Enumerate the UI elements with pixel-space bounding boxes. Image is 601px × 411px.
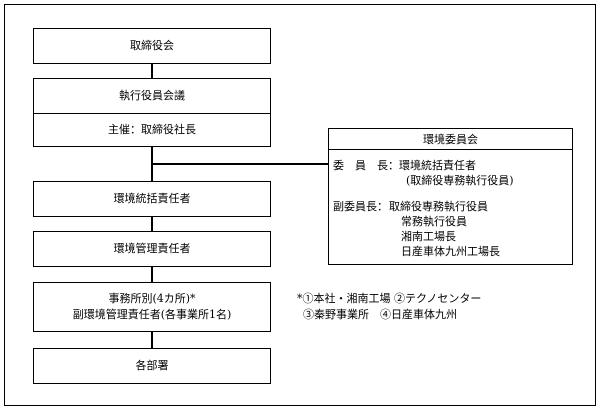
footnote-line2: ③秦野事業所 ④日産車体九州 [303, 308, 457, 321]
exec-meeting-divider [34, 113, 270, 114]
committee-box: 環境委員会 委 員 長：環境統括責任者 (取締役専務執行役員) 副委員長： 取締… [328, 128, 573, 265]
committee-vice-member: 湘南工場長 [401, 230, 456, 243]
site-line1: 事務所別(4カ所)* [108, 292, 196, 305]
exec-meeting-box: 執行役員会議 主催：取締役社長 [33, 78, 271, 147]
departments-box: 各部署 [33, 348, 271, 384]
connector-officer-manager [151, 216, 153, 231]
committee-chair-role: 委 員 長： [333, 159, 399, 172]
connector-board-exec [151, 63, 153, 78]
committee-vice-member: 常務執行役員 [401, 215, 467, 228]
exec-meeting-label: 執行役員会議 [119, 89, 185, 102]
departments-label: 各部署 [135, 359, 169, 372]
committee-vice-member: 日産車体九州工場長 [401, 245, 500, 258]
connector-committee [151, 163, 329, 165]
committee-title: 環境委員会 [329, 129, 572, 150]
committee-vice-role: 副委員長： [333, 200, 388, 213]
env-manager-label: 環境管理責任者 [113, 242, 191, 255]
committee-chair-sub: (取締役専務執行役員) [406, 174, 514, 187]
committee-chair-name: 環境統括責任者 [399, 159, 476, 172]
env-officer-label: 環境統括責任者 [113, 192, 191, 205]
site-line2: 副環境管理責任者(各事業所1名) [72, 308, 232, 321]
chair-label: 主催：取締役社長 [108, 122, 196, 136]
connector-manager-site [151, 266, 153, 282]
board-label: 取締役会 [130, 39, 174, 52]
footnote-line1: *①本社・湘南工場 ②テクノセンター [297, 292, 482, 305]
site-box: 事務所別(4カ所)* 副環境管理責任者(各事業所1名) [33, 282, 271, 332]
committee-vice-member: 取締役専務執行役員 [389, 200, 488, 213]
board-box: 取締役会 [33, 28, 271, 64]
diagram-frame [4, 4, 596, 406]
env-manager-box: 環境管理責任者 [33, 231, 271, 267]
connector-site-departments [151, 331, 153, 348]
env-officer-box: 環境統括責任者 [33, 181, 271, 217]
